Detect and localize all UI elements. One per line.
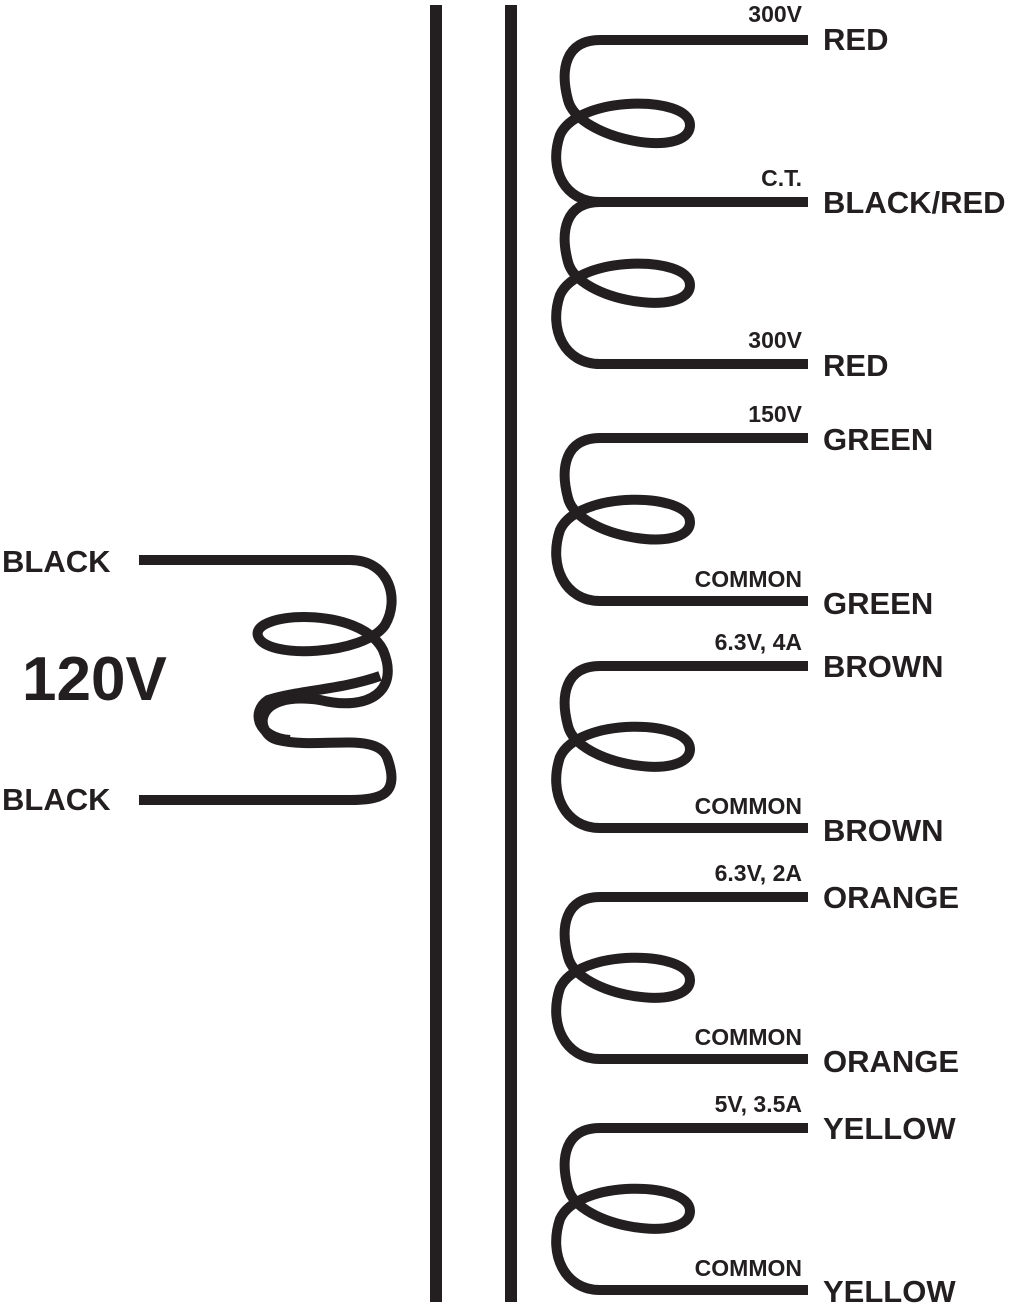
secondary-winding-bias: 150V GREEN COMMON GREEN: [551, 401, 933, 621]
primary-lead-top-label: BLACK: [2, 544, 111, 579]
bias-wire-bottom-label: GREEN: [823, 586, 933, 621]
bias-coil: [551, 433, 808, 606]
secondary-winding-heater-1: 6.3V, 4A BROWN COMMON BROWN: [551, 629, 944, 848]
core-bar-left: [430, 5, 442, 1302]
heater-2-wire-bottom-label: ORANGE: [823, 1044, 959, 1079]
primary-lead-bottom-label: BLACK: [2, 782, 111, 817]
hv-coil-lower: [551, 197, 808, 369]
primary-winding: BLACK BLACK 120V: [2, 544, 397, 817]
heater-2-tap-top-label: 6.3V, 2A: [715, 860, 802, 886]
bias-tap-top-label: 150V: [748, 401, 802, 427]
hv-tap-bottom-label: 300V: [748, 327, 802, 353]
secondary-winding-heater-2: 6.3V, 2A ORANGE COMMON ORANGE: [551, 860, 959, 1079]
rectifier-tap-top-label: 5V, 3.5A: [715, 1091, 802, 1117]
primary-coil-loop-2: [253, 671, 382, 745]
heater-2-coil: [551, 892, 808, 1064]
primary-coil: [139, 555, 397, 805]
hv-wire-ct-label: BLACK/RED: [823, 185, 1006, 220]
core-bar-right: [505, 5, 517, 1302]
bias-tap-bottom-label: COMMON: [695, 566, 802, 592]
heater-1-wire-bottom-label: BROWN: [823, 813, 944, 848]
heater-2-wire-top-label: ORANGE: [823, 880, 959, 915]
rectifier-wire-top-label: YELLOW: [823, 1111, 956, 1146]
rectifier-tap-bottom-label: COMMON: [695, 1255, 802, 1281]
hv-wire-bottom-label: RED: [823, 348, 888, 383]
heater-2-tap-bottom-label: COMMON: [695, 1024, 802, 1050]
rectifier-wire-bottom-label: YELLOW: [823, 1274, 956, 1309]
secondary-winding-high-voltage: 300V RED C.T. BLACK/RED 300V RED: [551, 1, 1006, 383]
hv-tap-ct-label: C.T.: [761, 165, 802, 191]
hv-tap-top-label: 300V: [748, 1, 802, 27]
bias-wire-top-label: GREEN: [823, 422, 933, 457]
secondary-winding-rectifier: 5V, 3.5A YELLOW COMMON YELLOW: [551, 1091, 956, 1309]
hv-wire-top-label: RED: [823, 22, 888, 57]
heater-1-coil: [551, 661, 808, 833]
heater-1-tap-bottom-label: COMMON: [695, 793, 802, 819]
heater-1-wire-top-label: BROWN: [823, 649, 944, 684]
heater-1-tap-top-label: 6.3V, 4A: [715, 629, 802, 655]
rectifier-coil: [551, 1123, 808, 1295]
primary-voltage-label: 120V: [22, 645, 167, 714]
hv-coil-upper: [551, 35, 808, 207]
